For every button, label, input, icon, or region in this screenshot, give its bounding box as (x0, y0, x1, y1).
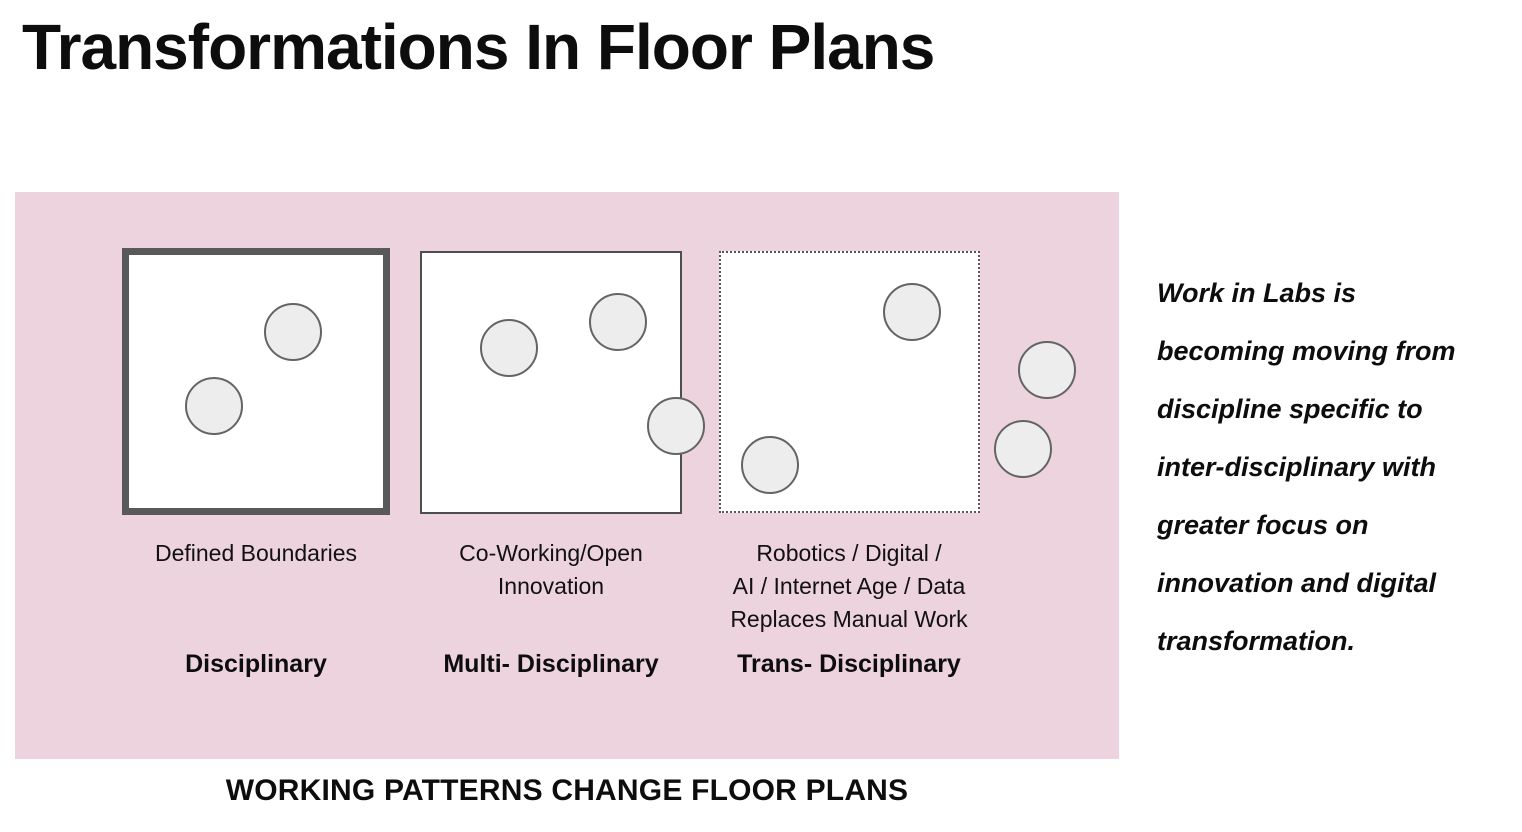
trans-disciplinary-label: Trans- Disciplinary (737, 650, 961, 678)
disciplinary-floor-box (122, 248, 390, 515)
occupant-circle-outside (1018, 341, 1076, 399)
disciplinary-label: Disciplinary (185, 650, 327, 678)
occupant-circle (589, 293, 647, 351)
bottom-caption: WORKING PATTERNS CHANGE FLOOR PLANS (225, 774, 909, 807)
disciplinary-description: Defined Boundaries (154, 540, 358, 566)
multi-disciplinary-floor-box (420, 251, 682, 514)
multi-disciplinary-description: Co-Working/Open Innovation (459, 540, 643, 599)
side-note: Work in Labs is becoming moving from dis… (1157, 278, 1456, 656)
occupant-circle-on-border (647, 397, 705, 455)
occupant-circle (185, 377, 243, 435)
trans-disciplinary-description: Robotics / Digital / AI / Internet Age /… (730, 540, 968, 632)
occupant-circle (264, 303, 322, 361)
floor-plans-panel: Defined Boundaries Disciplinary Co-Worki… (15, 192, 1119, 759)
occupant-circle (480, 319, 538, 377)
page-title: Transformations In Floor Plans (22, 11, 935, 83)
multi-disciplinary-label: Multi- Disciplinary (443, 650, 659, 678)
occupant-circle (741, 436, 799, 494)
occupant-circle (883, 283, 941, 341)
occupant-circle-outside (994, 420, 1052, 478)
